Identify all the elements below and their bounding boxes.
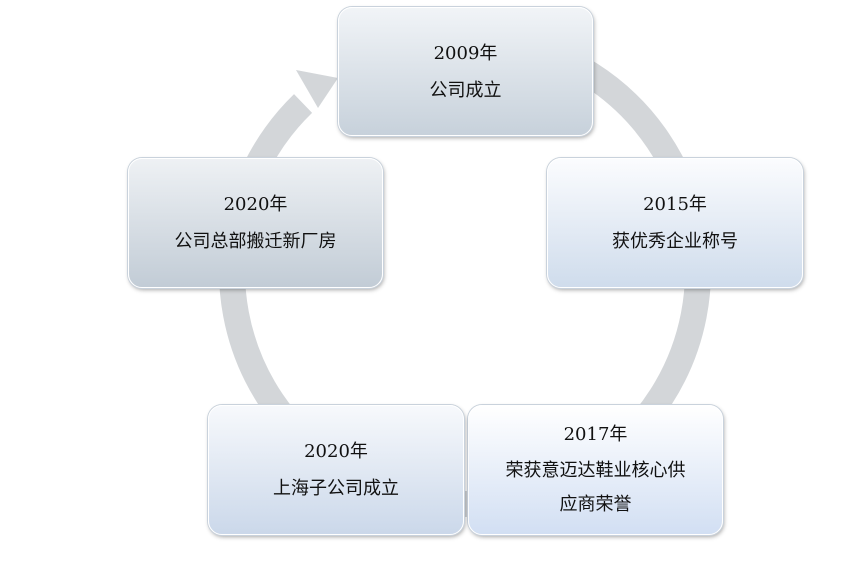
milestone-year: 2017年	[563, 424, 628, 445]
milestone-node-2020-relocation: 2020年 公司总部搬迁新厂房	[128, 158, 383, 288]
milestone-node-2015: 2015年 获优秀企业称号	[547, 158, 803, 288]
milestone-year: 2009年	[433, 42, 498, 64]
milestone-year: 2020年	[304, 441, 368, 462]
milestone-desc: 公司成立	[429, 79, 502, 101]
milestone-year: 2020年	[223, 194, 288, 215]
milestone-node-2020-shanghai: 2020年 上海子公司成立	[208, 405, 464, 535]
milestone-year: 2015年	[643, 194, 707, 215]
milestone-desc-line-1: 荣获意迈达鞋业核心供	[505, 460, 686, 481]
milestone-desc-line-2: 应商荣誉	[559, 494, 632, 515]
milestone-desc: 上海子公司成立	[273, 478, 399, 499]
milestone-desc: 获优秀企业称号	[612, 231, 738, 252]
cycle-arrowhead	[296, 70, 338, 108]
milestone-node-2017: 2017年 荣获意迈达鞋业核心供 应商荣誉	[468, 405, 723, 535]
milestone-node-2009: 2009年 公司成立	[338, 7, 593, 136]
milestone-desc: 公司总部搬迁新厂房	[174, 231, 337, 252]
